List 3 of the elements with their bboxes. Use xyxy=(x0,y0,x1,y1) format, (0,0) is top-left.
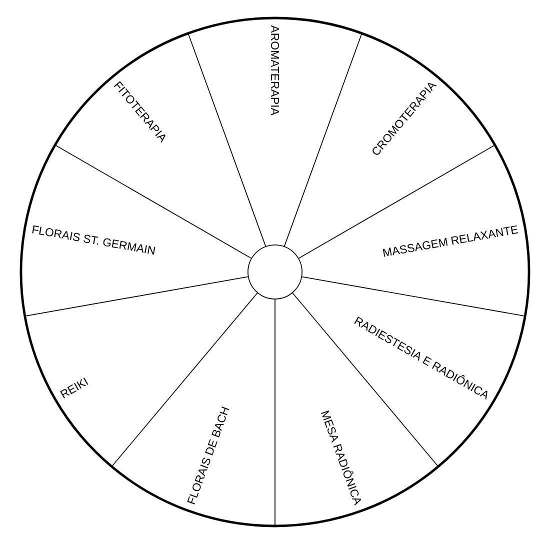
hub-circle xyxy=(248,244,302,300)
wheel-sector: FLORAIS ST. GERMAIN xyxy=(20,144,252,316)
wheel-sector: AROMATERAPIA xyxy=(188,16,362,247)
